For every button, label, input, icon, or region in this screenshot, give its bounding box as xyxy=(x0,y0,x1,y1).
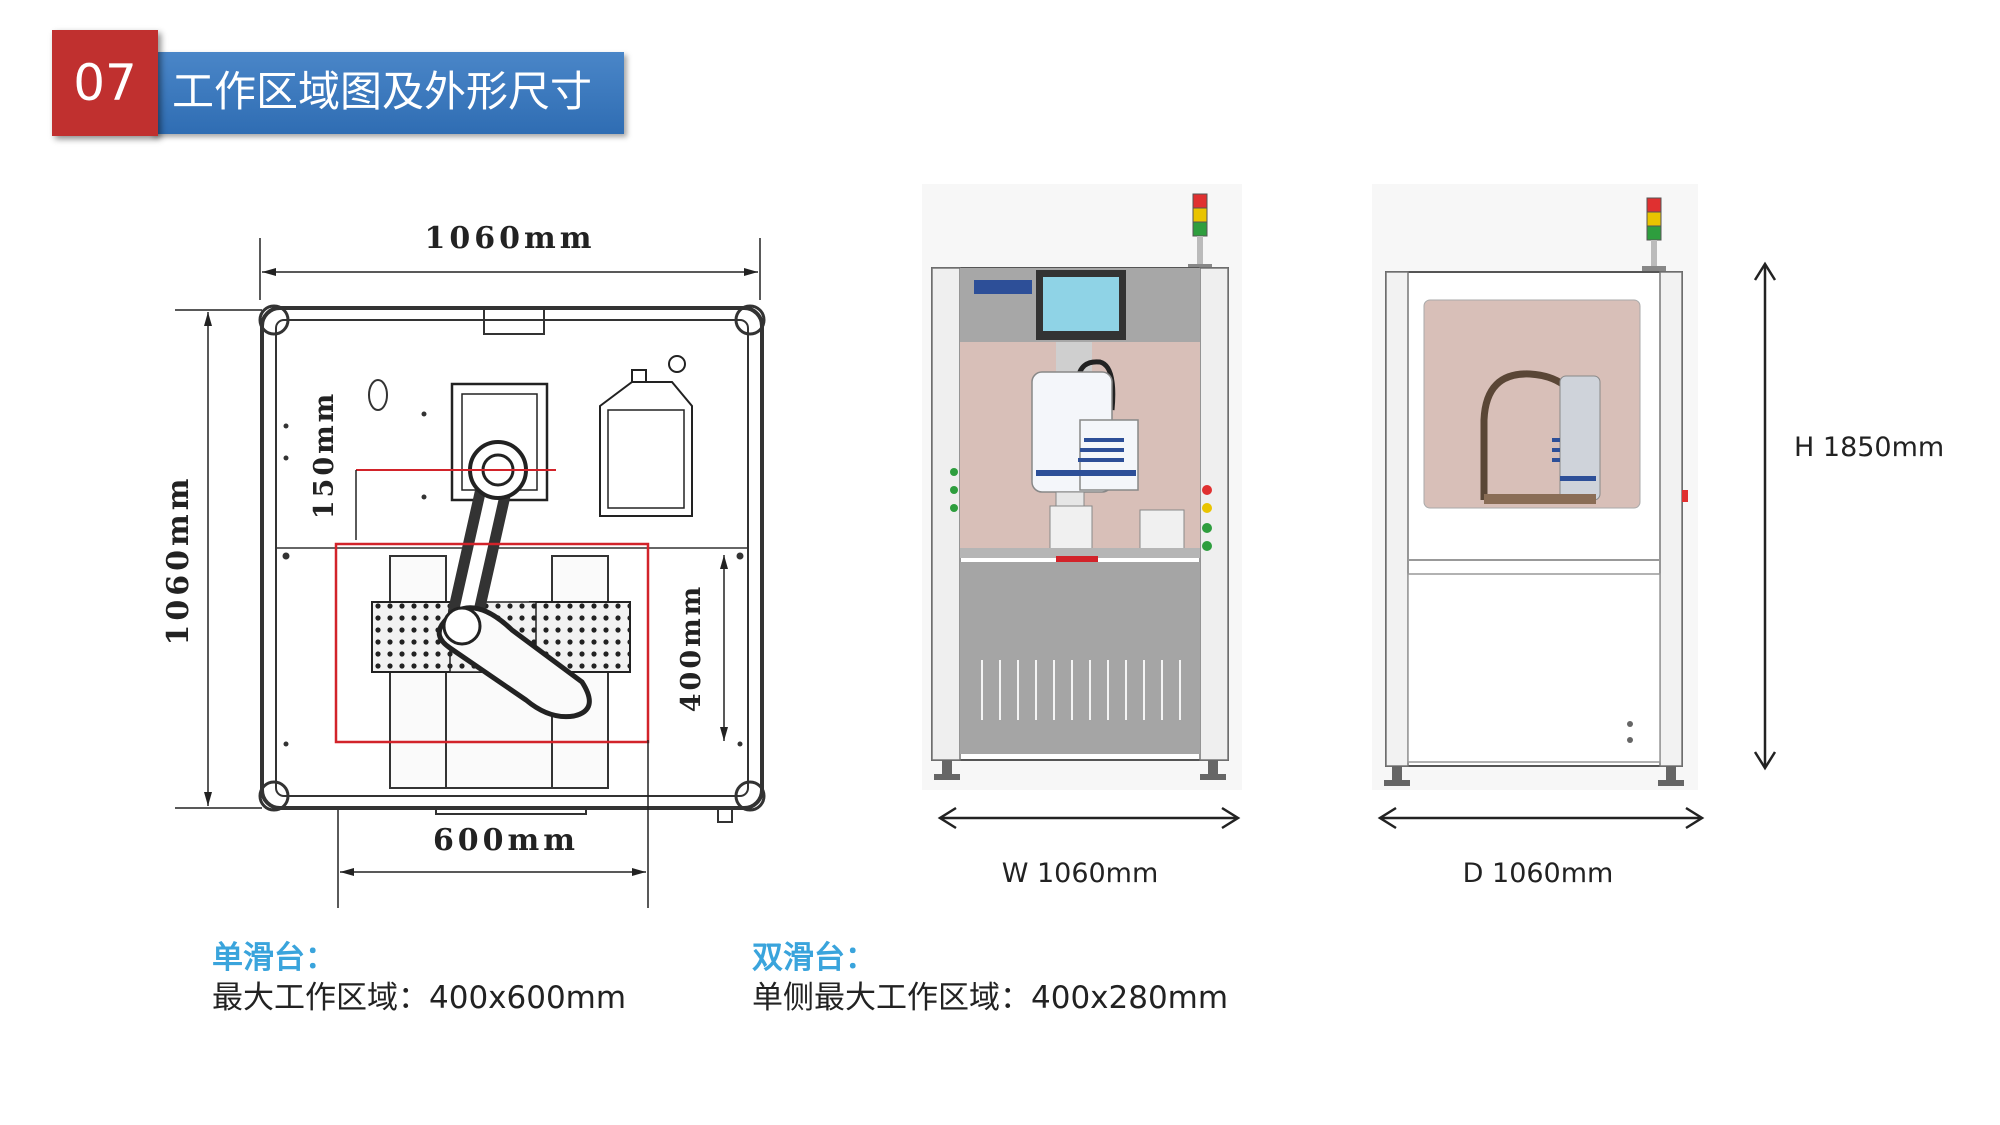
front-right-pillar xyxy=(1199,267,1229,761)
dim-work-width-label: 600mm xyxy=(433,823,579,858)
dim-work-width xyxy=(337,740,649,908)
scara-robot-front xyxy=(1031,359,1139,551)
caption-double-text: 单侧最大工作区域：400x280mm xyxy=(752,980,1229,1016)
dim-work-height-label: 400mm xyxy=(676,584,707,713)
side-indicator xyxy=(1682,490,1688,502)
side-window xyxy=(1423,299,1641,509)
front-tool-station xyxy=(1139,509,1185,555)
caption-single-slide: 单滑台： 最大工作区域：400x600mm xyxy=(212,938,626,1018)
machine-top-frame xyxy=(258,304,766,823)
front-left-pillar xyxy=(931,267,961,761)
dim-work-height xyxy=(720,555,728,741)
touch-screen xyxy=(1043,277,1119,331)
side-lock-1 xyxy=(1627,721,1633,727)
controller-box xyxy=(599,355,693,517)
section-title: 工作区域图及外形尺寸 xyxy=(172,67,593,116)
dim-offset-label: 150mm xyxy=(309,391,340,520)
front-feet xyxy=(934,760,1226,780)
caption-single-text: 最大工作区域：400x600mm xyxy=(212,980,627,1016)
section-number: 07 xyxy=(73,54,137,112)
dim-height-1060 xyxy=(175,309,262,809)
caption-single-title: 单滑台： xyxy=(212,940,336,976)
front-width-label: W 1060mm xyxy=(1002,858,1159,889)
section-title-bar xyxy=(150,52,624,134)
side-height-label: H 1850mm xyxy=(1794,432,1944,463)
side-feet xyxy=(1384,766,1684,786)
side-lock-2 xyxy=(1627,737,1633,743)
caption-double-title: 双滑台： xyxy=(752,940,876,976)
robot-arm xyxy=(436,440,592,720)
side-left-pillar xyxy=(1385,271,1409,767)
front-lower-panel xyxy=(960,562,1200,622)
caption-double-slide: 双滑台： 单侧最大工作区域：400x280mm xyxy=(752,938,1228,1018)
brand-logo xyxy=(974,280,1032,294)
front-width-arrow xyxy=(937,806,1241,830)
front-side-buttons xyxy=(950,468,1212,551)
front-work-table xyxy=(960,548,1200,558)
section-number-badge: 07 xyxy=(52,30,158,136)
frame-bolts xyxy=(282,411,744,747)
side-right-pillar xyxy=(1659,271,1683,767)
side-depth-label: D 1060mm xyxy=(1463,858,1614,889)
scara-robot-side xyxy=(1480,370,1601,504)
front-vent-slots xyxy=(981,660,1181,720)
dim-width-1060 xyxy=(259,238,761,300)
work-area-outline xyxy=(334,542,650,744)
dim-height-label: 1060mm xyxy=(161,475,196,646)
side-height-arrow xyxy=(1753,261,1777,771)
side-signal-lamp-tower xyxy=(1642,197,1666,272)
dim-width-label: 1060mm xyxy=(425,221,596,256)
side-depth-arrow xyxy=(1377,806,1705,830)
side-lower-panel xyxy=(1407,573,1661,763)
front-red-fixture xyxy=(1056,556,1098,562)
